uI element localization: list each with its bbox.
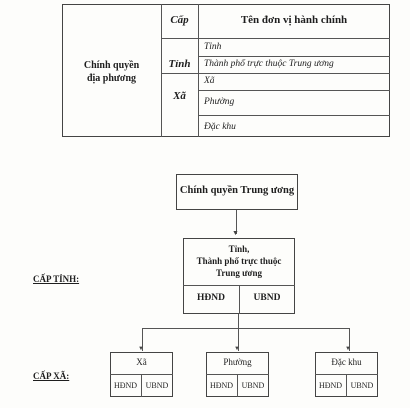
commune-name: Đặc khu	[331, 357, 362, 367]
commune-hdnd: HĐND	[318, 381, 343, 390]
province-title-line3: Trung ương	[216, 268, 262, 278]
province-title-line2: Thành phố trực thuộc	[196, 256, 282, 266]
connector-line	[236, 210, 237, 234]
table-divider	[198, 56, 390, 57]
unit-phuong: Phường	[204, 97, 235, 107]
commune-ubnd: UBND	[241, 381, 265, 390]
arrow-down-icon: ▼	[234, 346, 240, 352]
connector-line	[142, 328, 143, 351]
table-border	[62, 4, 390, 137]
connector-line	[349, 328, 350, 351]
table-divider	[198, 4, 199, 137]
table-divider	[198, 90, 390, 91]
government-label-line2: địa phương	[86, 73, 137, 84]
connector-line	[142, 328, 350, 329]
table-divider	[161, 38, 390, 39]
commune-box-divider	[141, 374, 142, 397]
unit-dac-khu: Đặc khu	[204, 122, 236, 132]
central-government-label: Chính quyền Trung ương	[179, 185, 295, 196]
province-box-divider	[239, 285, 240, 314]
table-divider	[161, 4, 162, 137]
header-unit-name: Tên đơn vị hành chính	[240, 14, 348, 26]
commune-name: Xã	[136, 357, 147, 367]
connector-line	[238, 314, 239, 351]
province-title-line1: Tỉnh,	[228, 244, 250, 254]
commune-box-divider	[346, 374, 347, 397]
unit-tinh: Tỉnh	[204, 42, 222, 52]
arrow-down-icon: ▼	[138, 346, 144, 352]
central-government-box	[176, 174, 298, 210]
unit-thanh-pho: Thành phố trực thuộc Trung ương	[204, 59, 334, 69]
commune-box-divider	[237, 374, 238, 397]
level-tinh: Tỉnh	[168, 58, 191, 70]
level-xa: Xã	[173, 90, 186, 102]
province-hdnd: HĐND	[197, 293, 225, 303]
header-cap: Cấp	[170, 14, 189, 26]
province-ubnd: UBND	[253, 293, 281, 303]
unit-xa: Xã	[204, 76, 215, 86]
commune-ubnd: UBND	[145, 381, 169, 390]
arrow-down-icon: ▼	[345, 346, 351, 352]
arrow-down-icon: ▼	[232, 229, 239, 237]
province-level-label: CẤP TỈNH:	[33, 274, 80, 284]
table-divider	[161, 73, 390, 74]
commune-hdnd: HĐND	[209, 381, 234, 390]
commune-hdnd: HĐND	[113, 381, 138, 390]
commune-level-label: CẤP XÃ:	[33, 371, 70, 381]
commune-ubnd: UBND	[350, 381, 374, 390]
table-divider	[198, 115, 390, 116]
government-label-line1: Chính quyền	[83, 60, 140, 71]
commune-name: Phường	[223, 357, 252, 367]
